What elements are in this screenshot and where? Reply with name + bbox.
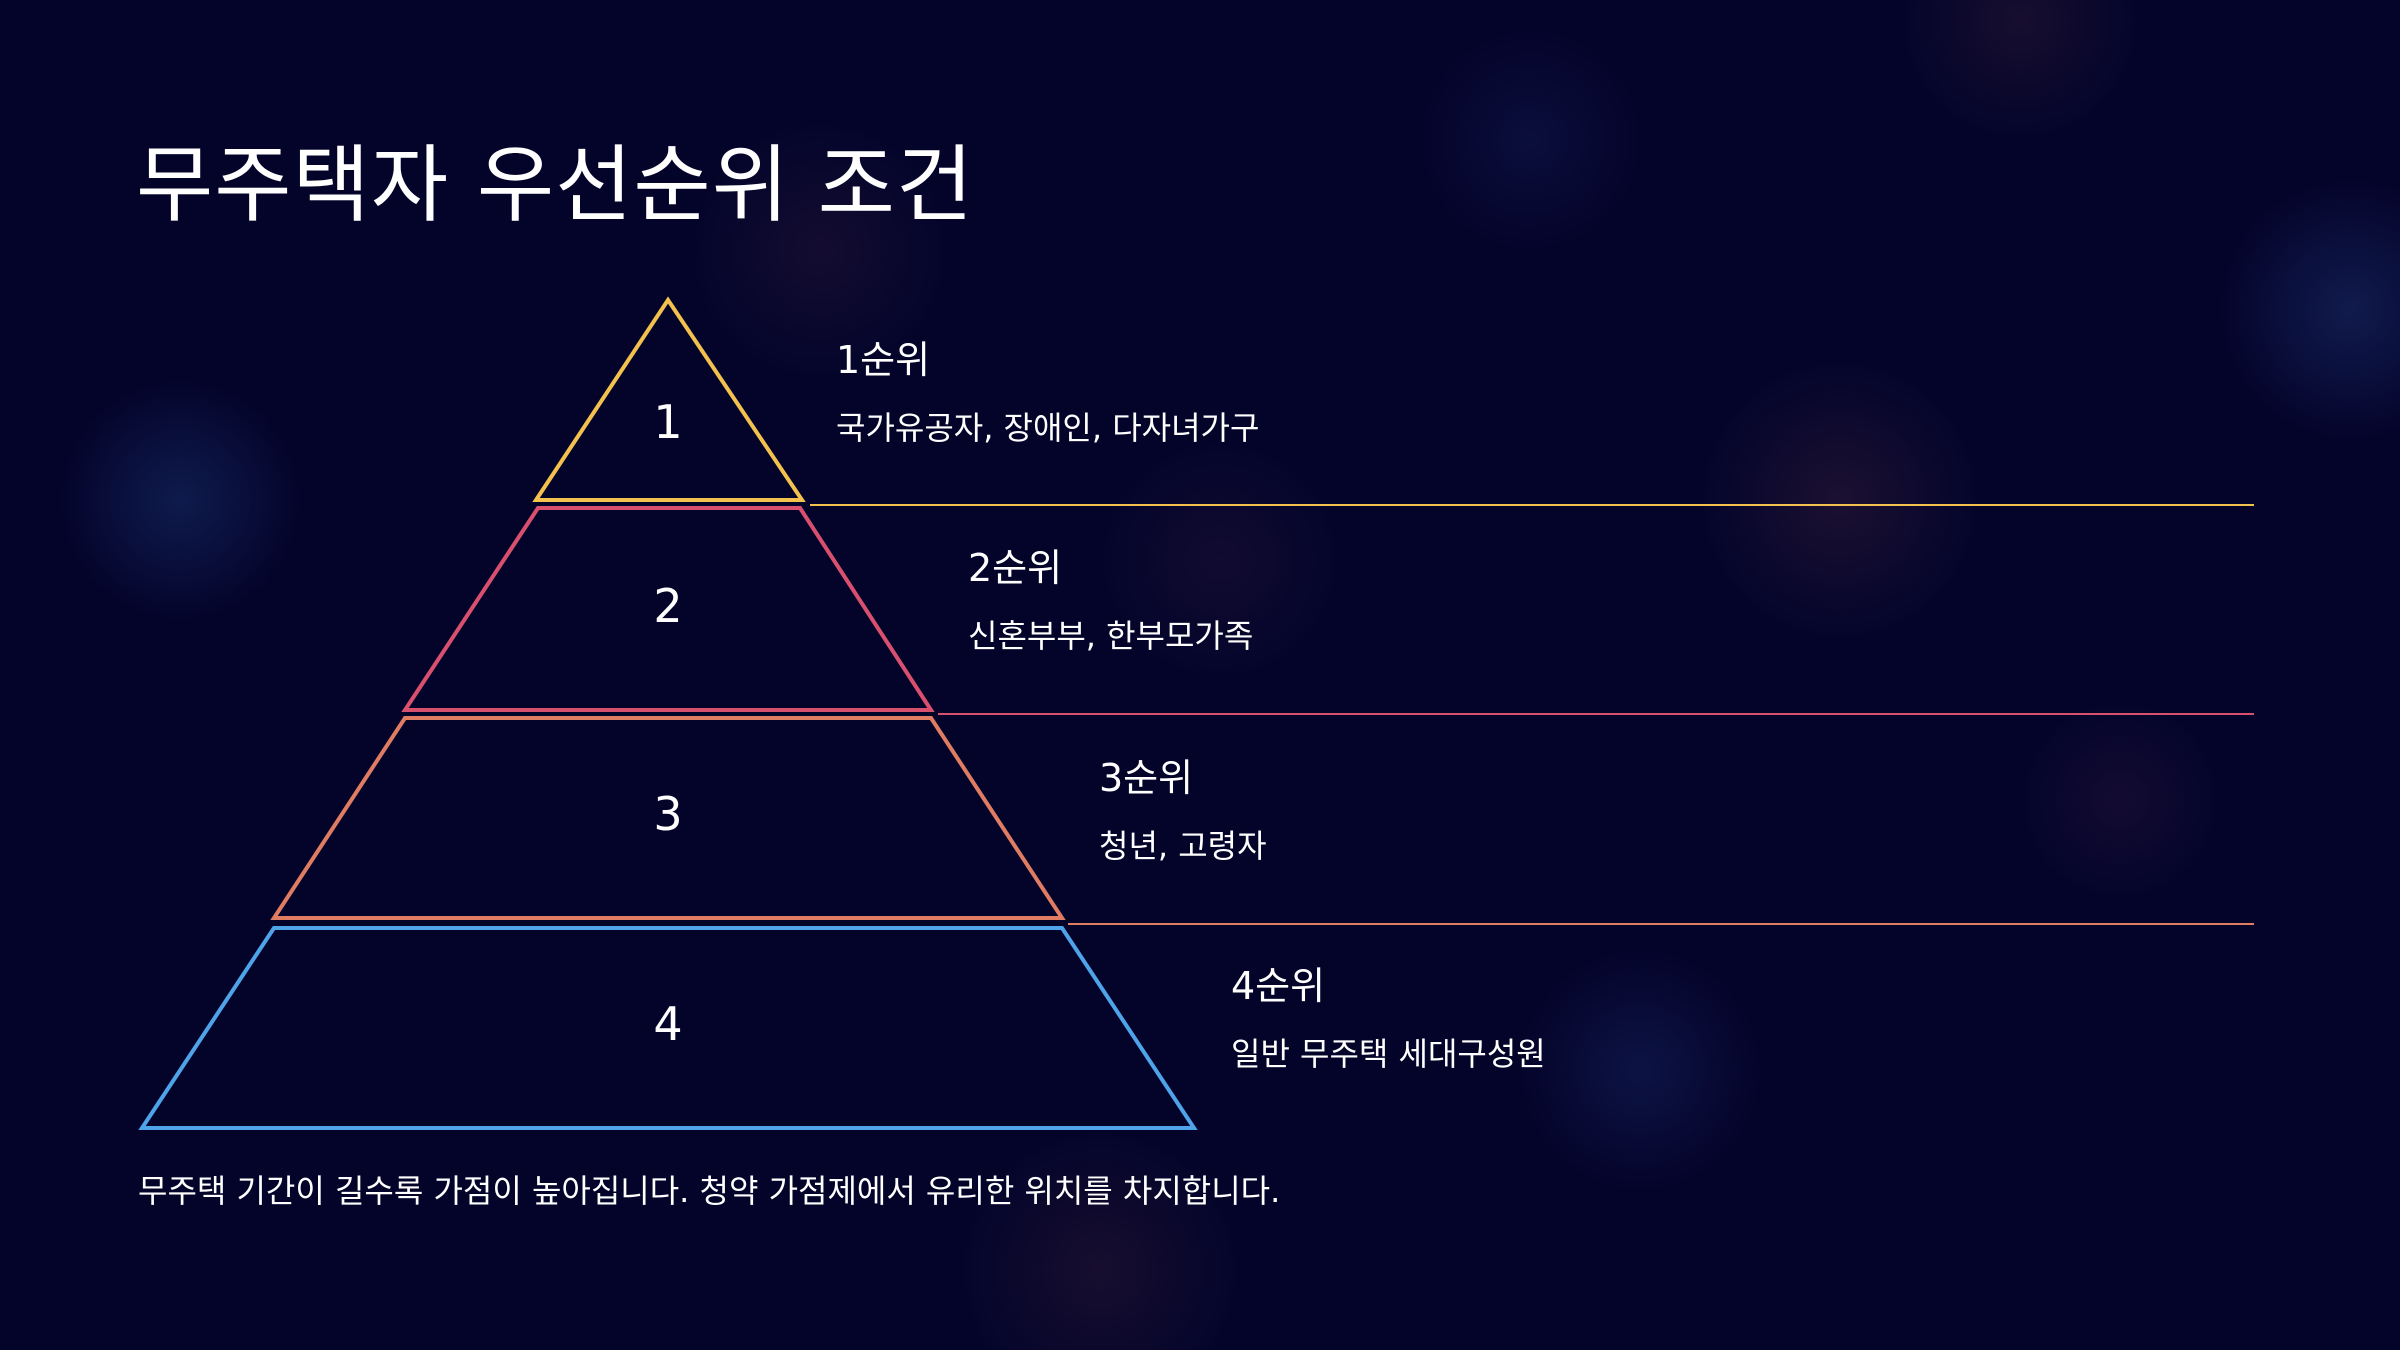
level-4-info: 4순위 일반 무주택 세대구성원 <box>1231 962 1546 1074</box>
tier-1-triangle <box>532 296 806 502</box>
tier-3-trapezoid <box>270 716 1066 920</box>
tier-3-number: 3 <box>653 787 682 841</box>
tier-4-number: 4 <box>653 997 682 1051</box>
level-3-label: 3순위 <box>1099 756 1194 800</box>
footer-note: 무주택 기간이 길수록 가점이 높아집니다. 청약 가점제에서 유리한 위치를 … <box>138 1172 1281 1210</box>
tier-2-trapezoid <box>401 506 935 712</box>
level-1-info: 1순위 국가유공자, 장애인, 다자녀가구 <box>836 336 1259 448</box>
level-2-description: 신혼부부, 한부모가족 <box>968 617 1254 655</box>
tier-2-number: 2 <box>653 579 682 633</box>
level-3-info: 3순위 청년, 고령자 <box>1099 754 1267 866</box>
level-1-description: 국가유공자, 장애인, 다자녀가구 <box>836 409 1260 447</box>
page-title: 무주택자 우선순위 조건 <box>136 136 975 234</box>
tier-4-trapezoid <box>138 926 1198 1130</box>
level-2-info: 2순위 신혼부부, 한부모가족 <box>968 544 1253 656</box>
tier-1-number: 1 <box>653 395 682 449</box>
level-1-label: 1순위 <box>836 338 931 382</box>
level-3-description: 청년, 고령자 <box>1099 827 1267 865</box>
level-4-description: 일반 무주택 세대구성원 <box>1231 1035 1546 1073</box>
level-2-label: 2순위 <box>968 546 1063 590</box>
level-4-label: 4순위 <box>1231 964 1326 1008</box>
